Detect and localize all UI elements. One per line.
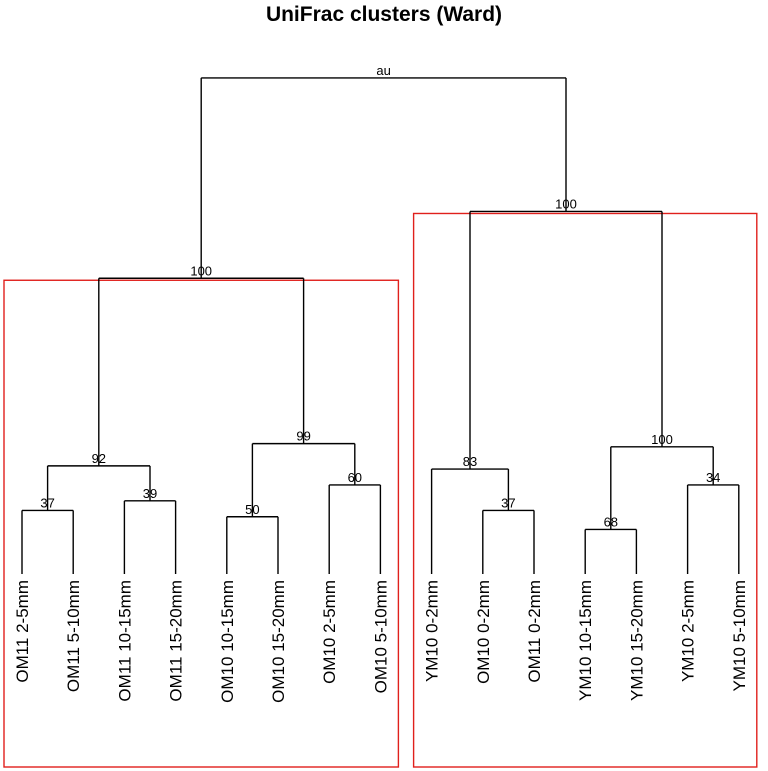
leaf-label: YM10 0-2mm bbox=[423, 580, 442, 682]
leaf-label: OM10 5-10mm bbox=[371, 580, 390, 693]
au-value-label: 83 bbox=[463, 454, 477, 469]
au-value-label: 68 bbox=[604, 514, 618, 529]
leaf-label: OM10 0-2mm bbox=[474, 580, 493, 684]
leaf-label: OM11 2-5mm bbox=[13, 580, 32, 683]
chart-title: UniFrac clusters (Ward) bbox=[266, 3, 502, 26]
leaf-label: YM10 15-20mm bbox=[627, 580, 646, 701]
au-value-label: 100 bbox=[555, 196, 577, 211]
leaf-label: OM11 0-2mm bbox=[525, 580, 544, 683]
cluster-highlight-box bbox=[3, 279, 400, 768]
leaf-label: OM11 5-10mm bbox=[64, 580, 83, 692]
leaf-label: YM10 10-15mm bbox=[576, 580, 595, 701]
au-value-label: 39 bbox=[143, 486, 157, 501]
au-value-label: 100 bbox=[190, 263, 212, 278]
au-value-label: 37 bbox=[501, 495, 515, 510]
leaf-label: YM10 5-10mm bbox=[730, 580, 749, 691]
leaf-label: OM11 10-15mm bbox=[115, 580, 134, 702]
leaf-label: OM10 2-5mm bbox=[320, 580, 339, 684]
au-header-label: au bbox=[376, 63, 390, 78]
au-value-label: 34 bbox=[706, 470, 720, 485]
au-value-label: 37 bbox=[40, 495, 54, 510]
au-value-label: 50 bbox=[245, 502, 259, 517]
leaf-label: OM11 15-20mm bbox=[167, 580, 186, 702]
au-value-label: 99 bbox=[296, 429, 310, 444]
leaf-label: OM10 10-15mm bbox=[218, 580, 237, 703]
au-value-label: 60 bbox=[348, 470, 362, 485]
leaf-label: OM10 15-20mm bbox=[269, 580, 288, 703]
leaf-label: YM10 2-5mm bbox=[679, 580, 698, 682]
au-value-label: 92 bbox=[92, 451, 106, 466]
au-value-label: 100 bbox=[651, 432, 673, 447]
cluster-highlight-box bbox=[412, 212, 758, 768]
